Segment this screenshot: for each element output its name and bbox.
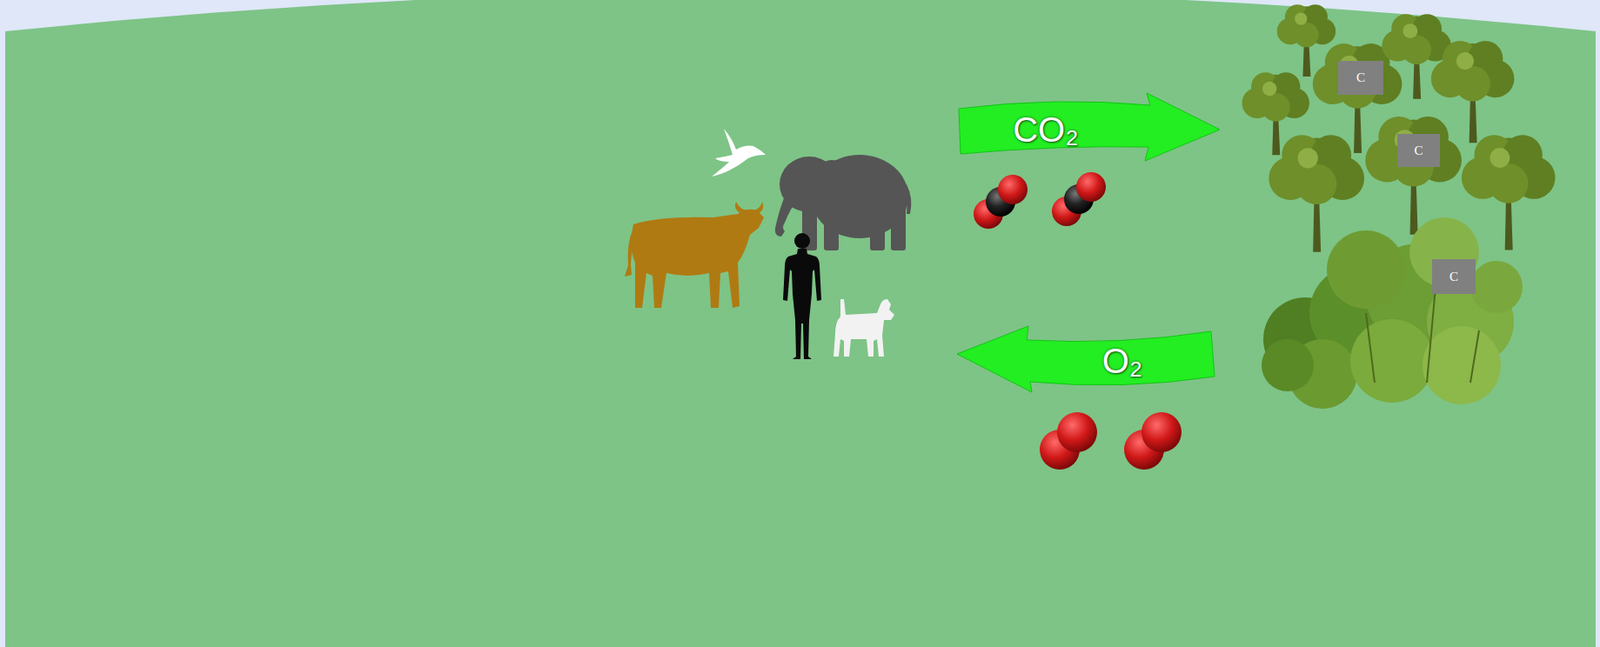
- carbon-label-box: C: [1338, 60, 1384, 95]
- arrow-body: [957, 326, 1215, 393]
- tree: [1365, 116, 1462, 235]
- carbon-label: C: [1356, 70, 1366, 86]
- bush: [1350, 319, 1434, 403]
- arrow-body: [958, 93, 1220, 161]
- co2-molecule: [973, 174, 1028, 229]
- bush: [1470, 261, 1523, 314]
- bush: [1326, 230, 1406, 309]
- co2-arrow: CO₂: [958, 98, 1220, 161]
- arrow-shape: [958, 98, 1220, 161]
- o2-arrow: O₂: [957, 326, 1215, 393]
- carbon-label: C: [1449, 269, 1459, 285]
- co2-molecule: [1051, 172, 1106, 227]
- elephant-silhouette: [775, 154, 911, 251]
- carbon-label: C: [1413, 143, 1423, 159]
- human-silhouette: [783, 233, 822, 360]
- bush-stem: [1365, 313, 1375, 383]
- tree: [1461, 134, 1556, 250]
- bush: [1422, 326, 1501, 405]
- ground-texture: [5, 0, 1596, 647]
- ground: [5, 0, 1596, 647]
- arrow-shape: [957, 326, 1215, 393]
- arrow-label: CO₂: [1012, 110, 1079, 150]
- dog-silhouette: [833, 299, 895, 357]
- bushes: [1261, 217, 1523, 409]
- trees: [1242, 4, 1556, 252]
- o2-molecule: [1124, 412, 1182, 470]
- bush-stem: [1426, 287, 1436, 383]
- arrow-label: O₂: [1102, 341, 1144, 382]
- bush: [1261, 339, 1314, 392]
- carbon-label-box: C: [1432, 259, 1476, 295]
- bird-silhouette: [711, 128, 766, 177]
- carbon-label-box: C: [1397, 133, 1440, 168]
- o2-molecule: [1039, 412, 1098, 470]
- cow-silhouette: [624, 201, 764, 308]
- bush-stem: [1470, 330, 1480, 383]
